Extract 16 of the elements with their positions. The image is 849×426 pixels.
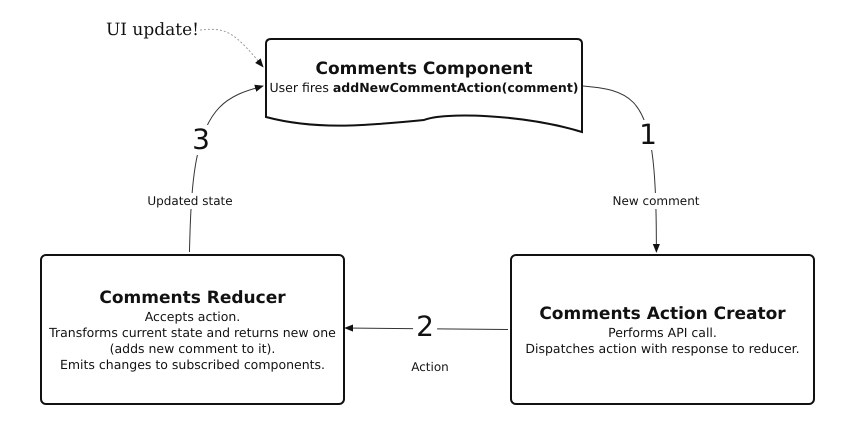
process-box [510, 254, 815, 405]
box-title: Comments Reducer [99, 286, 286, 308]
box-title: Comments Component [316, 58, 532, 80]
document-shape [265, 38, 583, 134]
box-text: Dispatches action with response to reducer. [525, 340, 800, 356]
process-box [40, 254, 345, 405]
box-text: Performs API call. [608, 324, 717, 340]
arrow [200, 28, 264, 68]
box-title: Comments Action Creator [539, 302, 786, 324]
box-text: Emits changes to subscribed components. [60, 356, 326, 372]
note-text: UI update! [105, 16, 200, 44]
box-text: Accepts action. [144, 308, 240, 324]
edge-label: New comment [610, 193, 702, 209]
edge-label: Updated state [145, 193, 235, 209]
box-text: Transforms current state and returns new one (adds new comment to it). [48, 324, 337, 356]
box-text: User fires addNewCommentAction(comment) [269, 80, 579, 96]
